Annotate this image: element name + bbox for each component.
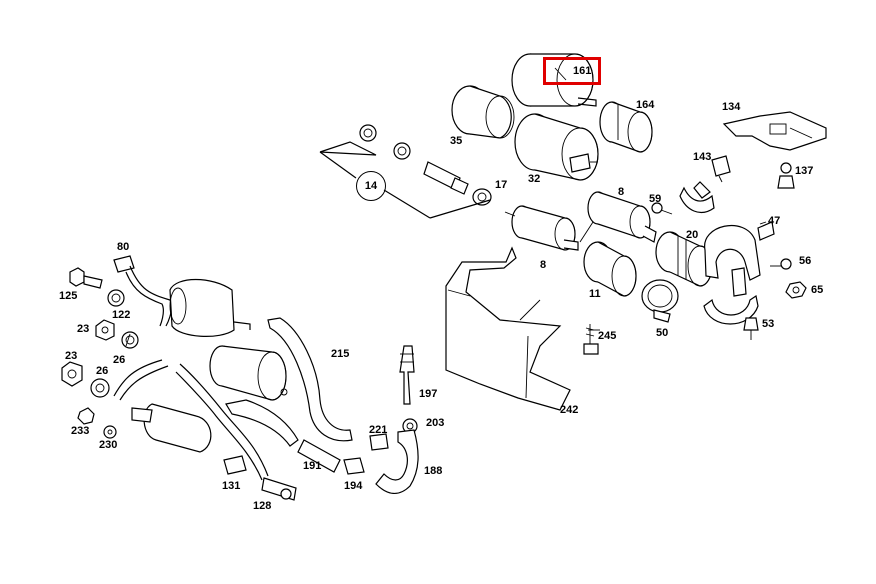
part-label-221[interactable]: 221 bbox=[369, 424, 388, 436]
part-label-161[interactable]: 161 bbox=[573, 65, 592, 77]
part-label-194[interactable]: 194 bbox=[344, 480, 363, 492]
part-label-164[interactable]: 164 bbox=[636, 99, 655, 111]
part-accumulator bbox=[209, 345, 288, 401]
part-label-8-bottom[interactable]: 8 bbox=[540, 259, 547, 271]
part-label-35[interactable]: 35 bbox=[450, 135, 463, 147]
part-pump-lower bbox=[131, 403, 212, 453]
part-8-pump-left bbox=[504, 205, 579, 251]
part-label-215[interactable]: 215 bbox=[331, 348, 350, 360]
part-label-80[interactable]: 80 bbox=[117, 241, 130, 253]
part-50-clamp bbox=[641, 279, 679, 323]
part-23-nut-lower bbox=[61, 361, 83, 387]
part-label-11[interactable]: 11 bbox=[589, 288, 601, 300]
part-label-32[interactable]: 32 bbox=[528, 173, 541, 185]
part-245-screw bbox=[583, 324, 599, 355]
part-65-nut bbox=[785, 281, 807, 299]
part-label-242[interactable]: 242 bbox=[560, 404, 579, 416]
part-label-23-upper[interactable]: 23 bbox=[77, 323, 90, 335]
part-56-bolt bbox=[770, 258, 792, 270]
part-164-sleeve bbox=[599, 101, 653, 153]
part-label-122[interactable]: 122 bbox=[112, 309, 131, 321]
part-134-plate bbox=[722, 111, 827, 151]
part-label-47[interactable]: 47 bbox=[768, 215, 781, 227]
part-11-ring bbox=[583, 241, 637, 297]
part-137-screw bbox=[777, 162, 795, 189]
part-label-134[interactable]: 134 bbox=[722, 101, 741, 113]
part-label-197[interactable]: 197 bbox=[419, 388, 438, 400]
part-143-sensor bbox=[679, 155, 731, 213]
part-lines bbox=[113, 359, 299, 481]
part-label-56[interactable]: 56 bbox=[799, 255, 812, 267]
part-131-clip bbox=[223, 455, 247, 475]
part-label-125[interactable]: 125 bbox=[59, 290, 78, 302]
part-47-bracket bbox=[703, 221, 775, 325]
part-label-17[interactable]: 17 bbox=[495, 179, 508, 191]
part-32-filter bbox=[514, 113, 599, 181]
part-125-bolt bbox=[69, 267, 103, 289]
part-23-nut-upper bbox=[95, 319, 115, 341]
part-221-clamp bbox=[369, 433, 389, 451]
part-14-assembly bbox=[319, 124, 492, 219]
part-26-washer-lower bbox=[90, 378, 110, 398]
part-230-washer bbox=[103, 425, 117, 439]
part-191-hose bbox=[297, 439, 341, 473]
part-label-8-top[interactable]: 8 bbox=[618, 186, 625, 198]
part-122-washer bbox=[107, 289, 125, 307]
highlight-box-161 bbox=[543, 57, 601, 85]
leader-lines bbox=[125, 67, 767, 347]
part-197-valve bbox=[399, 345, 415, 405]
part-fuel-pump-upper bbox=[169, 279, 353, 442]
part-35-ring bbox=[451, 85, 515, 139]
part-8-pump-right bbox=[587, 191, 657, 243]
part-label-245[interactable]: 245 bbox=[598, 330, 617, 342]
part-242-shield bbox=[445, 246, 571, 411]
part-59-screw bbox=[651, 202, 673, 215]
part-label-131[interactable]: 131 bbox=[222, 480, 241, 492]
part-label-26-upper[interactable]: 26 bbox=[113, 354, 126, 366]
part-label-59[interactable]: 59 bbox=[649, 193, 662, 205]
part-label-53[interactable]: 53 bbox=[762, 318, 775, 330]
part-label-50[interactable]: 50 bbox=[656, 327, 669, 339]
part-label-137[interactable]: 137 bbox=[795, 165, 814, 177]
part-233-nut bbox=[77, 407, 95, 425]
part-128-connector bbox=[261, 477, 297, 501]
part-26-washer-upper bbox=[121, 331, 139, 349]
part-label-233[interactable]: 233 bbox=[71, 425, 90, 437]
part-53-screw bbox=[743, 317, 759, 340]
part-label-188[interactable]: 188 bbox=[424, 465, 443, 477]
part-label-230[interactable]: 230 bbox=[99, 439, 118, 451]
part-label-26-lower[interactable]: 26 bbox=[96, 365, 109, 377]
part-188-hose bbox=[375, 429, 419, 494]
part-label-143[interactable]: 143 bbox=[693, 151, 712, 163]
part-label-23-lower[interactable]: 23 bbox=[65, 350, 78, 362]
part-label-65[interactable]: 65 bbox=[811, 284, 824, 296]
part-label-20[interactable]: 20 bbox=[686, 229, 699, 241]
part-label-203[interactable]: 203 bbox=[426, 417, 445, 429]
part-label-128[interactable]: 128 bbox=[253, 500, 272, 512]
callout-circle-14[interactable]: 14 bbox=[356, 171, 386, 201]
part-label-14: 14 bbox=[364, 180, 378, 192]
part-80-fitting bbox=[113, 255, 173, 327]
part-194-clamp bbox=[343, 457, 365, 475]
part-20-bellows bbox=[655, 231, 713, 287]
part-label-191[interactable]: 191 bbox=[303, 460, 322, 472]
